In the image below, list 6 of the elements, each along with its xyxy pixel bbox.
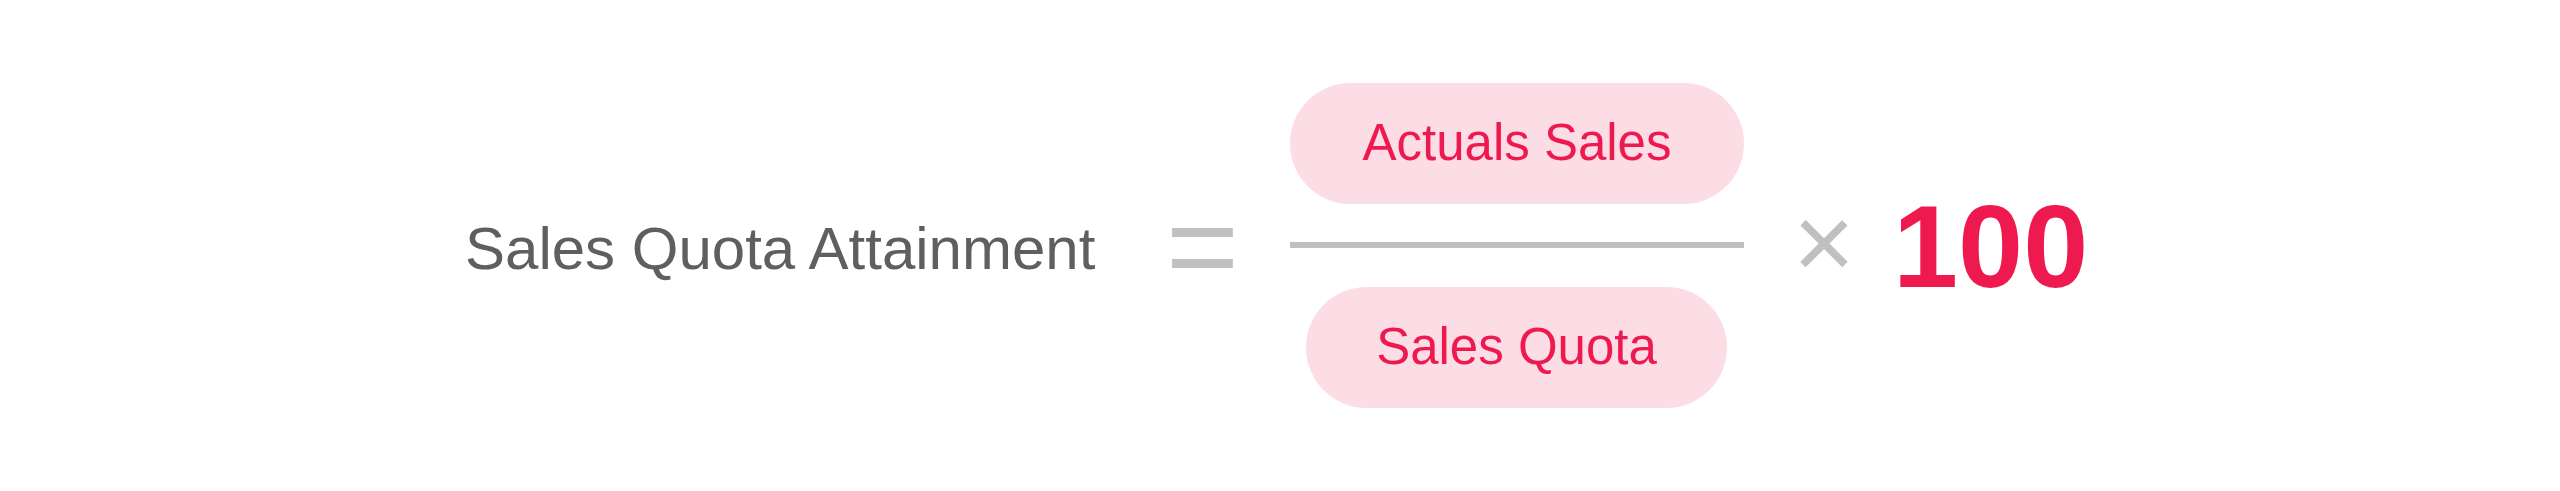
result-label: Sales Quota Attainment [465, 214, 1096, 283]
denominator-label: Sales Quota [1376, 318, 1657, 377]
multiplier-number: 100 [1893, 188, 2089, 305]
equals-sign: = [1166, 215, 1239, 278]
multiply-sign: × [1793, 211, 1855, 275]
numerator-label: Actuals Sales [1362, 114, 1672, 173]
